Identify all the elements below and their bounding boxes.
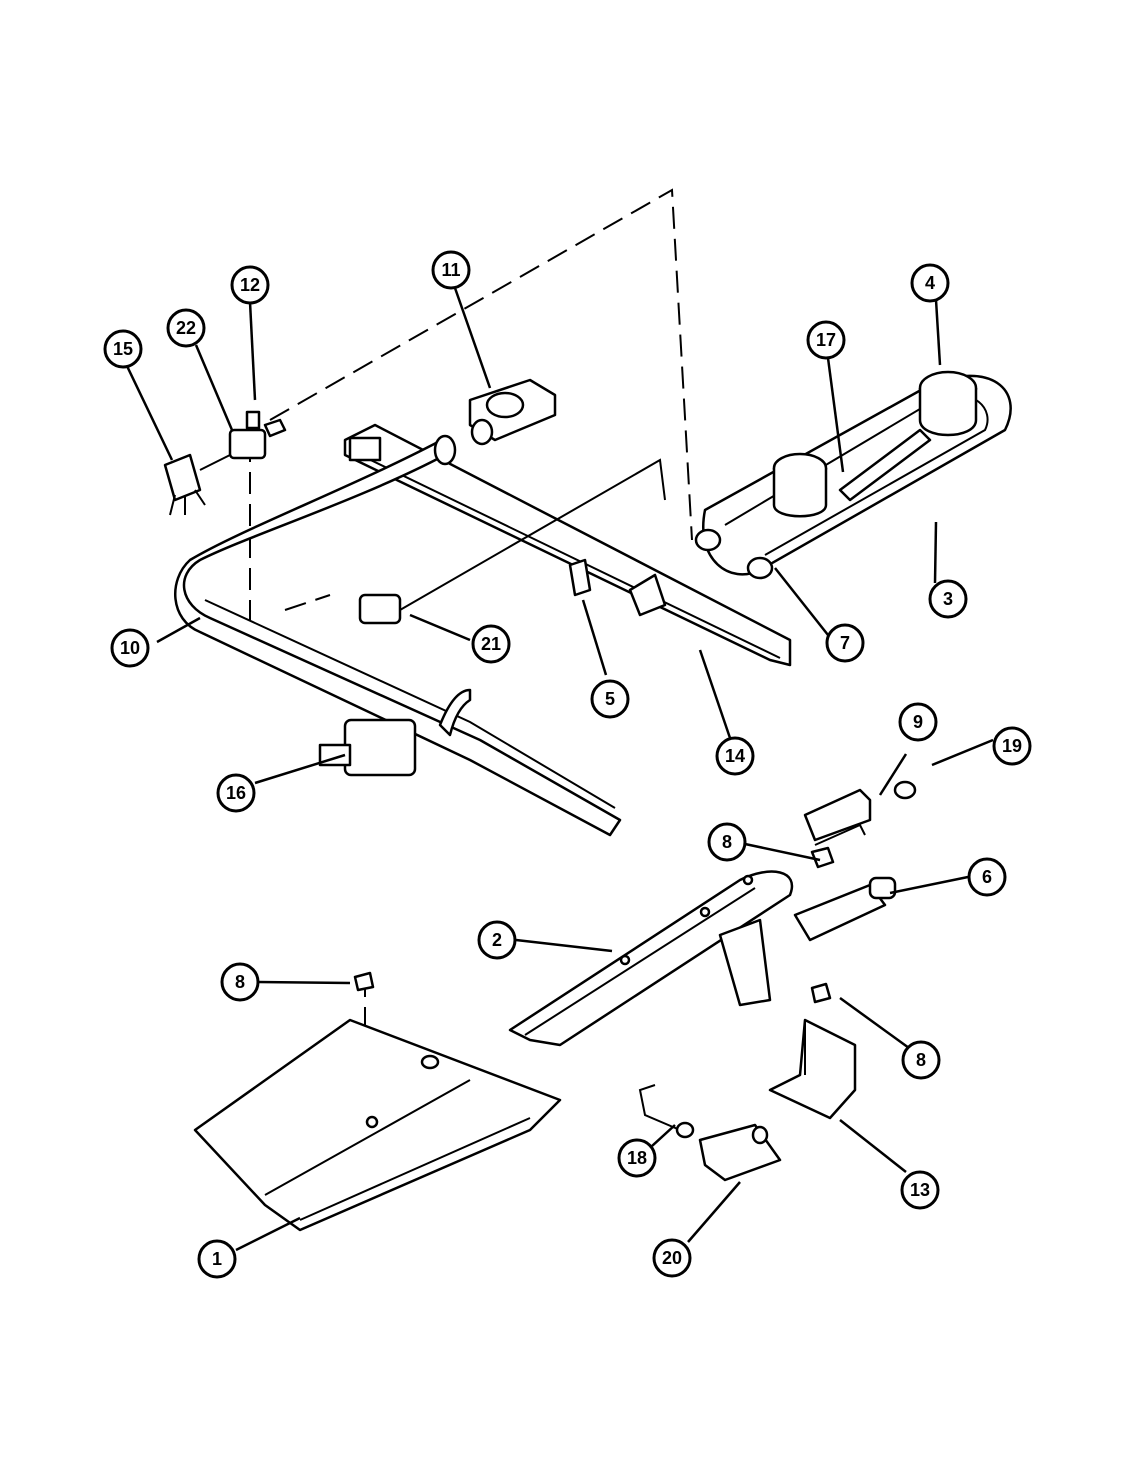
callout-20: 20: [652, 1238, 692, 1278]
part-9-ignitor-bracket: [803, 780, 917, 846]
callout-15: 15: [103, 329, 143, 369]
callout-19-label: 19: [1002, 736, 1022, 756]
callout-10: 10: [110, 628, 150, 668]
callout-22: 22: [166, 308, 206, 348]
callout-11-label: 11: [441, 260, 460, 280]
callout-13-label: 13: [910, 1180, 930, 1200]
callout-4-label: 4: [925, 273, 935, 293]
callout-5: 5: [590, 679, 630, 719]
part-2-burner-box: [508, 870, 794, 1047]
callout-6: 6: [967, 857, 1007, 897]
callout-5-label: 5: [605, 689, 615, 709]
callout-8c: 8: [901, 1040, 941, 1080]
callout-8c-label: 8: [916, 1050, 926, 1070]
callout-12-label: 12: [240, 275, 260, 295]
callout-21: 21: [471, 624, 511, 664]
callout-13: 13: [900, 1170, 940, 1210]
callout-6-label: 6: [982, 867, 992, 887]
part-13-bracket: [768, 1018, 857, 1120]
part-6-ignitor: [793, 876, 897, 942]
callout-11: 11: [431, 250, 471, 290]
callout-14-label: 14: [725, 746, 745, 766]
callout-18-label: 18: [627, 1148, 647, 1168]
callout-18: 18: [617, 1138, 657, 1178]
part-5-clip: [568, 558, 667, 617]
callout-21-label: 21: [481, 634, 501, 654]
part-16-gas-valve: [318, 688, 472, 777]
callout-20-label: 20: [662, 1248, 682, 1268]
part-14-bracket-rail: [343, 423, 792, 667]
callout-3-label: 3: [943, 589, 953, 609]
callout-2: 2: [477, 920, 517, 960]
callout-10-label: 10: [120, 638, 140, 658]
callout-8a-label: 8: [722, 832, 732, 852]
callout-9: 9: [898, 702, 938, 742]
callout-12: 12: [230, 265, 270, 305]
callout-3: 3: [928, 579, 968, 619]
part-1-base-plate: [193, 1018, 562, 1232]
part-18-20-switch: [638, 1084, 782, 1182]
callout-16: 16: [216, 773, 256, 813]
callout-4: 4: [910, 263, 950, 303]
leader-lines: [125, 287, 994, 1252]
callout-14: 14: [715, 736, 755, 776]
callout-16-label: 16: [226, 783, 246, 803]
callout-8a: 8: [707, 822, 747, 862]
callout-2-label: 2: [492, 930, 502, 950]
part-10-manifold-tube: [174, 434, 622, 837]
part-12-22-15-fittings: [163, 410, 287, 516]
callout-1-label: 1: [212, 1249, 222, 1269]
callout-8b-label: 8: [235, 972, 245, 992]
callout-19: 19: [992, 726, 1032, 766]
callout-8b: 8: [220, 962, 260, 1002]
part-21-fitting: [358, 458, 666, 625]
part-11-regulator: [468, 378, 557, 446]
callout-7: 7: [825, 623, 865, 663]
callout-17-label: 17: [816, 330, 836, 350]
callout-1: 1: [197, 1239, 237, 1279]
callout-22-label: 22: [176, 318, 196, 338]
callout-17: 17: [806, 320, 846, 360]
callout-9-label: 9: [913, 712, 923, 732]
part-8-clips: [353, 846, 835, 1004]
callout-15-label: 15: [113, 339, 133, 359]
callout-7-label: 7: [840, 633, 850, 653]
part-3-burner-tray: [694, 370, 1012, 580]
